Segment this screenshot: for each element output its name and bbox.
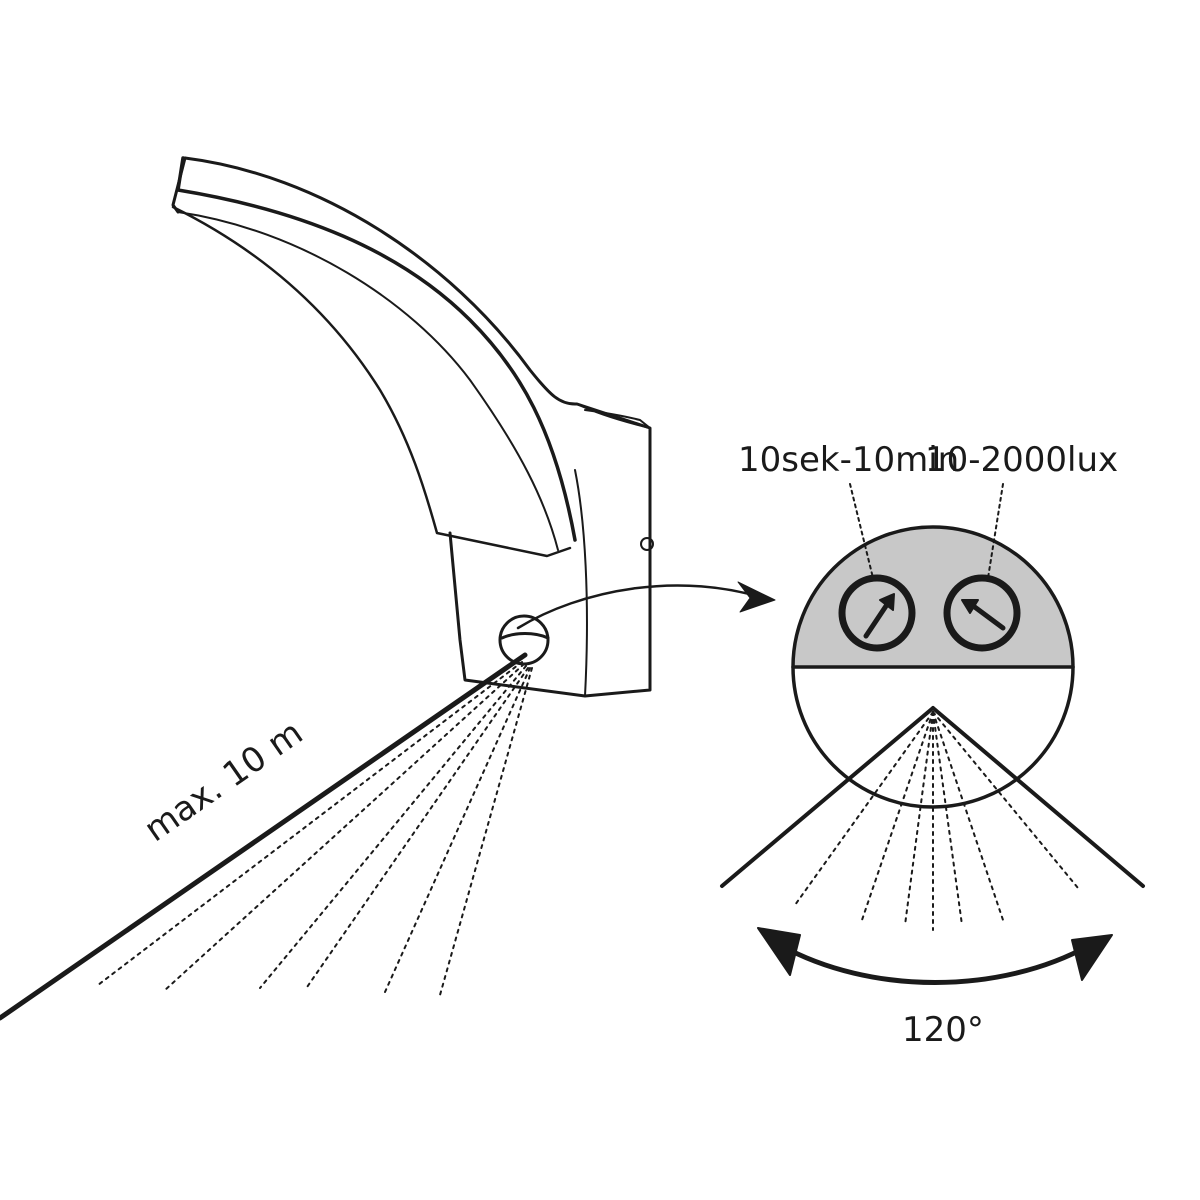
sensor-detail-view: [720, 483, 1145, 985]
screw-icon: [640, 537, 654, 551]
angle-arrow-icon: [757, 927, 1113, 985]
time-dial-icon: [838, 574, 916, 652]
detection-angle-label: 120°: [902, 1010, 984, 1050]
detection-beams: [0, 652, 533, 1021]
lux-dial-icon: [943, 574, 1021, 652]
time-range-label: 10sek-10min: [738, 440, 960, 480]
lux-range-label: 10-2000lux: [925, 440, 1119, 480]
wall-lamp-drawing: [171, 156, 776, 698]
